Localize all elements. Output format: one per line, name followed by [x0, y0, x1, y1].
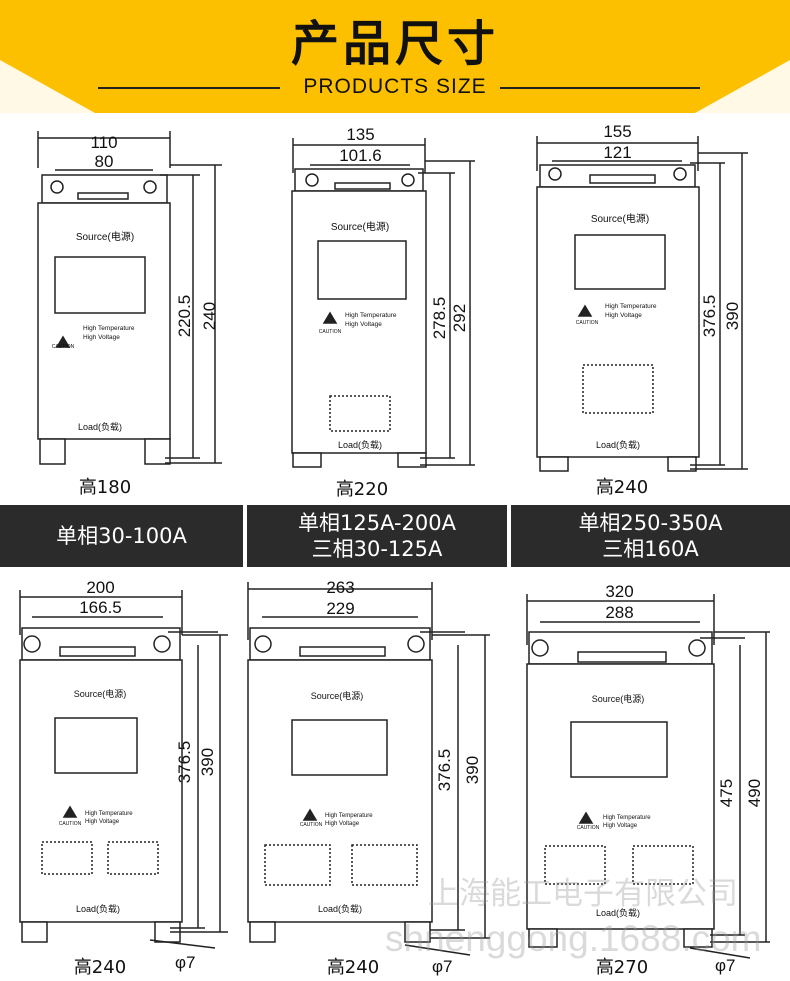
watermark-url: shnenggong.1688.com	[385, 918, 762, 959]
unit5-height-outer: 390	[463, 755, 482, 785]
unit1-width-inner: 80	[94, 152, 114, 171]
unit4-width-outer: 200	[86, 578, 115, 597]
title-divider-left	[98, 87, 280, 89]
unit6-load-label: Load(负载)	[595, 908, 641, 918]
header-decoration	[0, 60, 790, 113]
unit1-height-inner: 220.5	[175, 294, 194, 338]
unit6-height-label: 高270	[595, 957, 649, 978]
unit2-load-label: Load(负载)	[337, 440, 383, 450]
band3-line2: 三相160A	[602, 537, 699, 561]
unit3-width-outer: 155	[603, 122, 632, 141]
unit2-drawing	[291, 138, 475, 468]
unit1-warn-volt: High Voltage	[83, 334, 120, 341]
band2-line2: 三相30-125A	[311, 537, 443, 561]
watermark-company: 上海能工电子有限公司	[428, 876, 738, 911]
unit3-warn-volt: High Voltage	[605, 312, 642, 319]
unit1-warn-temp: High Temperature	[83, 325, 135, 332]
unit4-height-outer: 390	[198, 747, 217, 777]
page-title: 产品尺寸	[290, 16, 499, 72]
unit1-source-label: Source(电源)	[75, 232, 135, 243]
page-subtitle: PRODUCTS SIZE	[303, 75, 487, 98]
unit6-warn-volt: High Voltage	[603, 823, 638, 829]
unit5-drawing	[247, 582, 490, 956]
unit1-height-label: 高180	[78, 477, 132, 498]
band-model-3: 单相250-350A 三相160A	[511, 505, 790, 567]
unit3-height-outer: 390	[723, 301, 742, 331]
unit6-hole-diameter: φ7	[715, 956, 736, 975]
unit4-height-label: 高240	[73, 957, 127, 978]
unit4-load-label: Load(负载)	[75, 904, 121, 914]
unit1-drawing	[37, 131, 222, 465]
unit6-width-inner: 288	[605, 603, 634, 622]
unit3-caution: CAUTION	[575, 320, 599, 326]
unit5-hole-diameter: φ7	[432, 957, 453, 976]
unit1-load-label: Load(负载)	[77, 422, 123, 432]
unit6-warn-temp: High Temperature	[603, 815, 651, 821]
unit5-source-label: Source(电源)	[310, 691, 364, 701]
unit2-width-outer: 135	[346, 125, 375, 144]
header-banner: 产品尺寸 PRODUCTS SIZE	[0, 0, 790, 113]
unit1-width-outer: 110	[90, 133, 118, 152]
unit5-width-inner: 229	[326, 599, 355, 618]
unit3-load-label: Load(负载)	[595, 440, 641, 450]
unit3-height-label: 高240	[595, 477, 649, 498]
unit1-height-outer: 240	[200, 301, 219, 331]
unit1-caution: CAUTION	[51, 344, 75, 350]
band-model-2: 单相125A-200A 三相30-125A	[247, 505, 507, 567]
title-divider-right	[500, 87, 700, 89]
band-model-1: 单相30-100A	[0, 505, 243, 567]
unit4-warn-temp: High Temperature	[85, 811, 133, 817]
unit5-height-inner: 376.5	[435, 748, 454, 792]
unit5-warn-volt: High Voltage	[325, 821, 360, 827]
unit4-height-inner: 376.5	[175, 740, 194, 784]
unit4-caution: CAUTION	[58, 821, 82, 827]
row1-drawings	[37, 131, 748, 472]
unit5-warn-temp: High Temperature	[325, 813, 373, 819]
unit4-warn-volt: High Voltage	[85, 819, 120, 825]
unit4-hole-diameter: φ7	[175, 953, 196, 972]
unit3-height-inner: 376.5	[700, 294, 719, 338]
unit3-drawing	[536, 136, 748, 472]
unit4-drawing	[19, 590, 228, 949]
unit5-height-label: 高240	[326, 957, 380, 978]
unit5-caution: CAUTION	[299, 822, 323, 828]
unit2-width-inner: 101.6	[339, 146, 382, 165]
unit5-width-outer: 263	[326, 578, 355, 597]
unit3-source-label: Source(电源)	[590, 214, 650, 225]
unit3-width-inner: 121	[603, 143, 632, 162]
unit2-height-inner: 278.5	[430, 296, 449, 340]
unit2-height-outer: 292	[450, 303, 469, 333]
band3-line1: 单相250-350A	[578, 511, 723, 535]
unit3-warn-temp: High Temperature	[605, 303, 657, 310]
unit2-warn-temp: High Temperature	[345, 312, 397, 319]
unit6-caution: CAUTION	[576, 825, 600, 831]
unit4-source-label: Source(电源)	[73, 689, 127, 699]
unit6-height-inner: 475	[717, 778, 736, 808]
unit6-height-outer: 490	[745, 778, 764, 808]
unit6-drawing	[526, 594, 770, 959]
band2-line1: 单相125A-200A	[297, 511, 456, 535]
unit2-height-label: 高220	[335, 479, 389, 500]
row2-drawings	[19, 582, 770, 959]
unit2-caution: CAUTION	[318, 329, 342, 335]
unit2-warn-volt: High Voltage	[345, 321, 382, 328]
unit4-width-inner: 166.5	[79, 598, 122, 617]
unit5-load-label: Load(负载)	[317, 904, 363, 914]
unit6-width-outer: 320	[605, 582, 634, 601]
band1-line1: 单相30-100A	[56, 524, 187, 548]
unit6-source-label: Source(电源)	[591, 694, 645, 704]
unit2-source-label: Source(电源)	[330, 222, 390, 233]
